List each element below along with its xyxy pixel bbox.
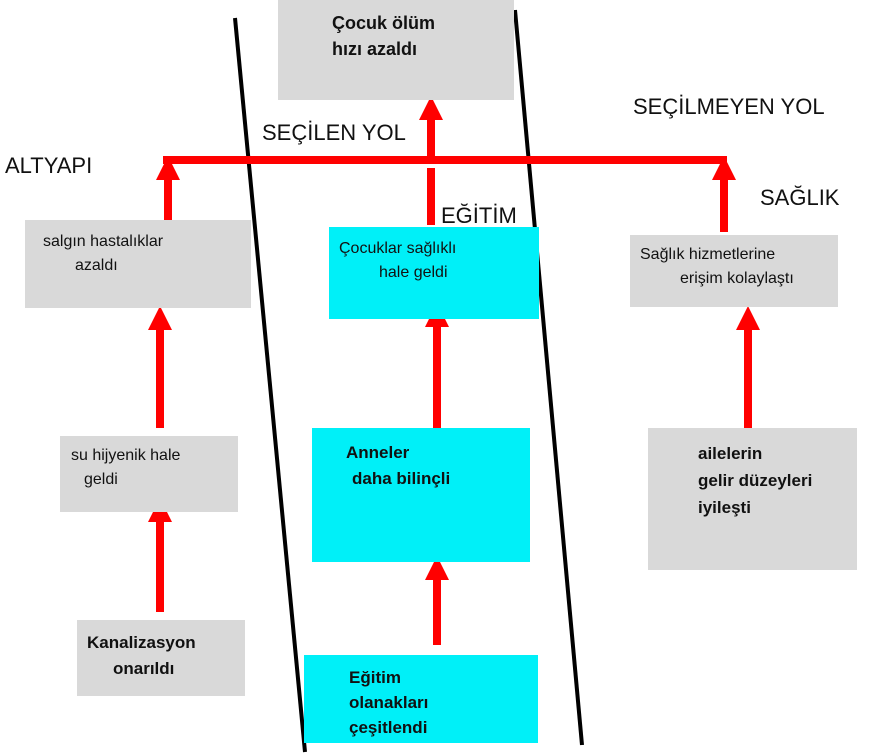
egitim-line-2: olanakları: [349, 693, 429, 712]
kanalizasyon-line-2: onarıldı: [113, 659, 175, 678]
top-outcome-line-1: Çocuk ölüm: [332, 13, 436, 33]
box-su-hijyenik: su hijyenik hale geldi: [60, 436, 238, 512]
box-cocuklar-saglikli: Çocuklar sağlıklı hale geldi: [329, 227, 539, 319]
unchosen-path-label: SEÇİLMEYEN YOL: [633, 94, 825, 119]
anneler-line-2: daha bilinçli: [352, 469, 451, 488]
box-anneler-bilincli: Anneler daha bilinçli: [312, 428, 530, 562]
left-divider-line: [233, 17, 307, 753]
health-label: SAĞLIK: [760, 185, 840, 210]
aileler-line-3: iyileşti: [698, 498, 751, 517]
cocuklar-line-2: hale geldi: [379, 264, 448, 281]
top-outcome-box: Çocuk ölüm hızı azaldı: [278, 0, 514, 100]
education-label: EĞİTİM: [441, 203, 517, 228]
cocuklar-line-1: Çocuklar sağlıklı: [339, 240, 457, 257]
box-egitim-olanaklari: Eğitim olanakları çeşitlendi: [304, 655, 538, 743]
salgin-line-2: azaldı: [75, 257, 118, 274]
saglik-line-2: erişim kolaylaştı: [680, 270, 794, 287]
aileler-line-2: gelir düzeyleri: [698, 471, 813, 490]
box-saglik-hizmetleri: Sağlık hizmetlerine erişim kolaylaştı: [630, 235, 838, 307]
su-line-2: geldi: [84, 471, 118, 488]
egitim-line-3: çeşitlendi: [349, 718, 428, 737]
box-aileler-gelir: ailelerin gelir düzeyleri iyileşti: [648, 428, 857, 570]
su-line-1: su hijyenik hale: [71, 447, 181, 464]
chosen-path-label: SEÇİLEN YOL: [262, 120, 406, 145]
top-outcome-line-2: hızı azaldı: [332, 39, 418, 59]
anneler-line-1: Anneler: [346, 443, 410, 462]
infrastructure-label: ALTYAPI: [5, 153, 93, 178]
box-kanalizasyon: Kanalizasyon onarıldı: [77, 620, 245, 696]
aileler-line-1: ailelerin: [698, 444, 763, 463]
salgin-line-1: salgın hastalıklar: [43, 233, 164, 250]
kanalizasyon-line-1: Kanalizasyon: [87, 633, 196, 652]
egitim-line-1: Eğitim: [349, 668, 401, 687]
right-divider-line: [513, 9, 584, 746]
box-salgin-hastaliklar: salgın hastalıklar azaldı: [25, 220, 251, 308]
saglik-line-1: Sağlık hizmetlerine: [640, 246, 776, 263]
